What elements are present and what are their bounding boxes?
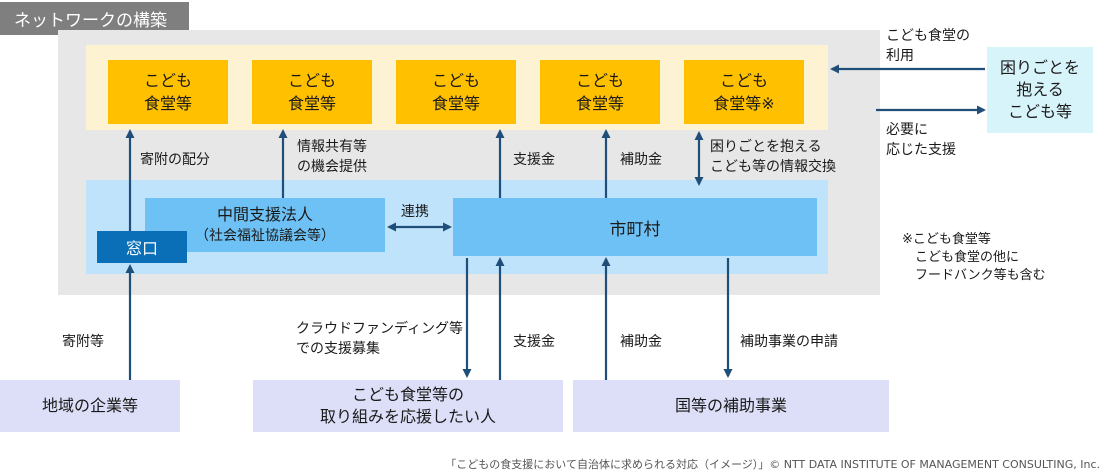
label-subsidy-application: 補助事業の申請 — [740, 334, 838, 350]
madoguchi-box: 窓口 — [97, 231, 187, 263]
label-subsidy-top: 補助金 — [620, 152, 662, 168]
kodomo-shokudo-box-1: こども 食堂等 — [108, 60, 228, 124]
section-title: ネットワークの構築 — [0, 2, 189, 35]
companies-box: 地域の企業等 — [0, 380, 180, 432]
kodomo-shokudo-box-4: こども 食堂等 — [540, 60, 660, 124]
kodomo-shokudo-box-2: こども 食堂等 — [252, 60, 372, 124]
kodomo-shokudo-box-5: こども 食堂等※ — [684, 60, 804, 124]
supporters-box: こども食堂等の 取り組みを応援したい人 — [253, 380, 563, 432]
kodomo-shokudo-box-3: こども 食堂等 — [396, 60, 516, 124]
label-support-fund-top: 支援金 — [513, 152, 555, 168]
label-use-of-kodomo: こども食堂の 利用 — [886, 28, 970, 64]
label-renkei: 連携 — [401, 204, 429, 220]
intermediary-box: 中間支援法人 （社会福祉協議会等） — [145, 198, 385, 252]
label-info-sharing: 情報共有等 の機会提供 — [297, 139, 367, 175]
label-needed-support: 必要に 応じた支援 — [886, 122, 956, 158]
municipality-box: 市町村 — [453, 198, 817, 256]
footnote: ※こども食堂等 こども食堂の他に フードバンク等も含む — [902, 232, 1046, 283]
intermediary-title: 中間支援法人 — [216, 205, 313, 224]
label-subsidy-bottom: 補助金 — [620, 334, 662, 350]
trouble-children-box: 困りごとを 抱える こども等 — [987, 47, 1093, 133]
credit-line: 「こどもの食支援において自治体に求められる対応（イメージ）」© NTT DATA… — [445, 458, 1100, 471]
intermediary-subtitle: （社会福祉協議会等） — [195, 228, 335, 244]
label-donation: 寄附等 — [62, 334, 104, 350]
label-support-fund-bottom: 支援金 — [513, 334, 555, 350]
label-info-exchange: 困りごとを抱える こども等の情報交換 — [710, 139, 836, 175]
label-donation-distribution: 寄附の配分 — [140, 152, 210, 168]
label-crowdfunding: クラウドファンディング等 での支援募集 — [296, 321, 464, 357]
national-subsidy-box: 国等の補助事業 — [573, 380, 889, 432]
